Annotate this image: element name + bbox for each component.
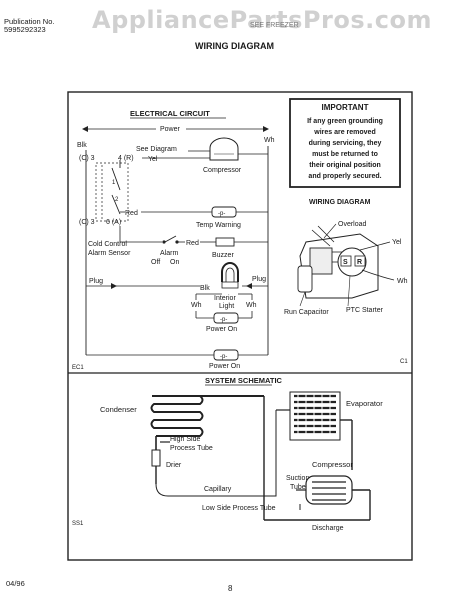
see-diagram-label: See Diagram [136, 146, 177, 153]
page-title: WIRING DIAGRAM [195, 41, 274, 51]
svg-text:2: 2 [115, 197, 119, 203]
off-label: Off [151, 259, 160, 266]
svg-text:1: 1 [112, 180, 116, 186]
wh-wire-label: Wh [397, 278, 408, 285]
s-terminal-label: S [343, 259, 348, 266]
ptc-starter-unit [337, 247, 367, 277]
run-capacitor-unit [297, 265, 313, 293]
c3b-label: (C) 3 [79, 219, 95, 226]
power-on-2-label: Power On [209, 363, 240, 370]
blk2-label: Blk [200, 285, 210, 292]
capillary-tube [155, 410, 277, 497]
power-label: Power [160, 126, 181, 133]
c3-label: (C) 3 [79, 155, 95, 162]
compressor-label: Compressor [203, 167, 242, 174]
circuit-title: ELECTRICAL CIRCUIT [130, 109, 210, 118]
condenser-coil [150, 395, 204, 437]
drier-symbol [151, 449, 161, 467]
drier-label: Drier [166, 462, 182, 469]
power-on-1-label: Power On [206, 326, 237, 333]
blk-label: Blk [77, 142, 87, 149]
important-line-5: their original position [309, 162, 381, 169]
component-wiring-diagram: WIRING DIAGRAM Overload Yel Wh S R Run C… [284, 199, 408, 316]
r-terminal-label: R [357, 259, 362, 266]
high-side-label: High Side [170, 436, 200, 443]
ss1-label: SS1 [72, 521, 84, 527]
red-label: Red [125, 210, 138, 217]
low-side-label: Low Side Process Tube [202, 505, 276, 512]
alarm-label: Alarm [160, 250, 178, 257]
page-number: 8 [228, 584, 233, 593]
tube-label: Tube [290, 484, 306, 491]
red2-label: Red [186, 240, 199, 247]
important-line-6: and properly secured. [308, 173, 381, 180]
buzzer-symbol [215, 237, 235, 247]
system-schematic: SYSTEM SCHEMATIC Condenser High Side Pro… [72, 376, 383, 532]
ec1-label: EC1 [72, 365, 84, 371]
interior-label: Interior [214, 295, 236, 302]
compressor-symbol [209, 137, 239, 161]
important-line-3: during servicing, they [309, 140, 382, 147]
run-capacitor-label: Run Capacitor [284, 309, 329, 316]
overload-unit [309, 247, 333, 275]
on-label: On [170, 259, 179, 266]
important-line-2: wires are removed [313, 129, 375, 136]
overload-label: Overload [338, 221, 367, 228]
alarm-sensor-label: Alarm Sensor [88, 250, 131, 257]
important-title: IMPORTANT [322, 103, 369, 112]
yel-label: Yel [148, 156, 158, 163]
cold-control-box [95, 162, 129, 222]
ptc-starter-label: PTC Starter [346, 307, 384, 314]
publication-label: Publication No. [4, 17, 55, 26]
plug-left-label: Plug [89, 278, 103, 285]
publication-number: 5995292323 [4, 25, 46, 34]
schematic-title: SYSTEM SCHEMATIC [205, 376, 283, 385]
important-line-4: must be returned to [312, 151, 378, 158]
wh2-label: Wh [191, 302, 202, 309]
important-line-1: If any green grounding [307, 118, 383, 125]
outer-frame [67, 91, 413, 561]
model-partial: SEE FREEZER [250, 22, 299, 29]
r4-label: 4 (R) [118, 155, 134, 162]
watermark: AppliancePartsPros.com [92, 6, 432, 34]
svg-text:-p-: -p- [220, 317, 227, 323]
discharge-label: Discharge [312, 525, 344, 532]
compressor-schematic-label: Compressor [312, 460, 353, 469]
yel-wire-label: Yel [392, 239, 402, 246]
svg-text:-p-: -p- [218, 211, 225, 217]
important-notice: IMPORTANT If any green grounding wires a… [289, 98, 401, 188]
interior-light-bulb [221, 262, 239, 282]
footer-date: 04/96 [6, 579, 25, 588]
a6-label: 6 (A) [106, 219, 121, 226]
light-label: Light [219, 303, 234, 310]
wiring-subtitle: WIRING DIAGRAM [309, 199, 371, 206]
suction-label: Suction [286, 475, 309, 482]
electrical-circuit: ELECTRICAL CIRCUIT Power Blk Wh (C) 3 4 … [72, 109, 408, 371]
wh3-label: Wh [246, 302, 257, 309]
svg-text:-p-: -p- [220, 354, 227, 360]
evaporator-label: Evaporator [346, 399, 383, 408]
process-tube-label: Process Tube [170, 445, 213, 452]
cold-control-label: Cold Control [88, 241, 127, 248]
temp-warning-label: Temp Warning [196, 222, 241, 229]
c1-label: C1 [400, 359, 408, 365]
condenser-label: Condenser [100, 405, 137, 414]
plug-right-label: Plug [252, 276, 266, 283]
capillary-label: Capillary [204, 486, 232, 493]
buzzer-label: Buzzer [212, 252, 234, 259]
wh-label: Wh [264, 137, 275, 144]
publication-header: Publication No. 5995292323 [4, 18, 54, 34]
